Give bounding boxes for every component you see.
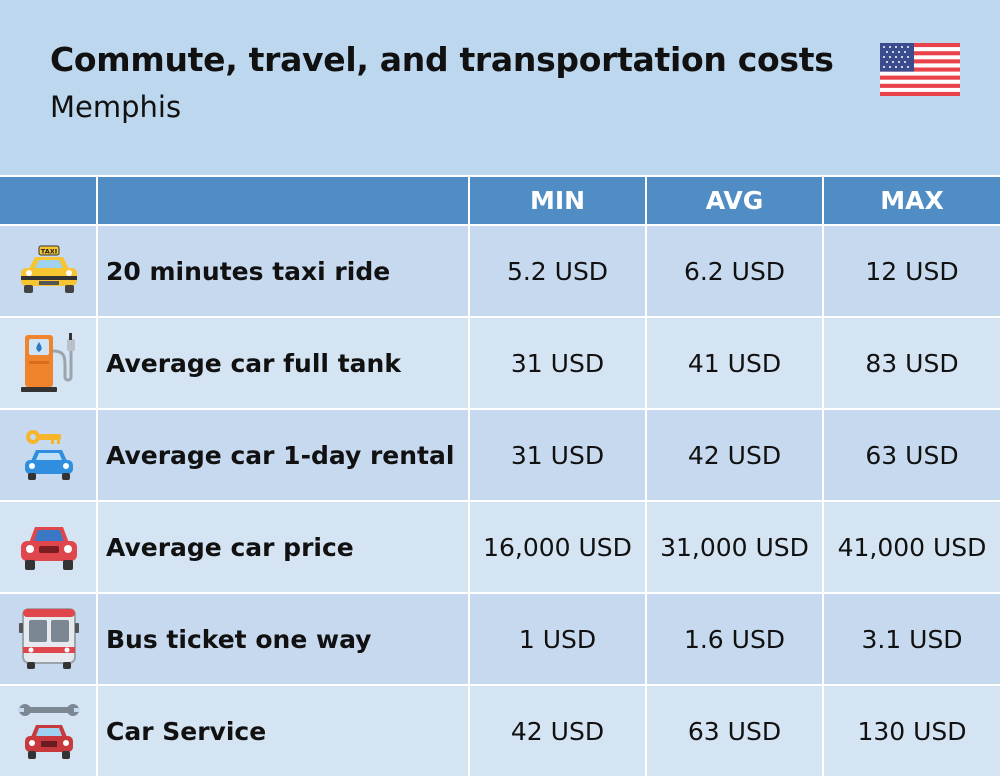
table-row: Average car full tank 31 USD 41 USD 83 U… xyxy=(0,318,1000,408)
car-icon xyxy=(0,502,97,592)
row-label: Average car full tank xyxy=(106,348,401,378)
table-row: Car Service 42 USD 63 USD 130 USD xyxy=(0,686,1000,776)
icon-column-header xyxy=(0,175,97,225)
max-value: 63 USD xyxy=(865,440,959,470)
min-value: 31 USD xyxy=(510,440,605,470)
divider xyxy=(0,500,1000,502)
avg-value: 31,000 USD xyxy=(660,532,809,562)
fuel-pump-icon xyxy=(0,318,97,408)
divider xyxy=(0,592,1000,594)
car-service-icon xyxy=(0,686,97,776)
row-label: Average car 1-day rental xyxy=(106,440,455,470)
page-title: Commute, travel, and transportation cost… xyxy=(50,40,834,79)
max-value: 41,000 USD xyxy=(837,532,987,562)
avg-value: 1.6 USD xyxy=(683,624,786,654)
avg-value: 41 USD xyxy=(687,348,782,378)
taxi-icon: TAXI xyxy=(0,226,97,316)
divider xyxy=(645,175,647,776)
bus-icon xyxy=(0,594,97,684)
table-row: Bus ticket one way 1 USD 1.6 USD 3.1 USD xyxy=(0,594,1000,684)
divider xyxy=(0,408,1000,410)
divider xyxy=(822,175,824,776)
table-row: Average car 1-day rental 31 USD 42 USD 6… xyxy=(0,410,1000,500)
min-value: 1 USD xyxy=(518,624,597,654)
table-header-row: MIN AVG MAX xyxy=(0,175,1000,225)
table-row: TAXI 20 minutes taxi ride 5.2 USD 6.2 US… xyxy=(0,226,1000,316)
min-value: 16,000 USD xyxy=(483,532,632,562)
us-flag-icon xyxy=(880,43,960,96)
divider xyxy=(0,316,1000,318)
row-label: Bus ticket one way xyxy=(106,624,372,654)
divider xyxy=(0,175,1000,177)
car-rental-icon xyxy=(0,410,97,500)
min-column-header: MIN xyxy=(529,185,586,215)
min-value: 5.2 USD xyxy=(506,256,609,286)
svg-text:TAXI: TAXI xyxy=(40,248,56,256)
max-value: 3.1 USD xyxy=(861,624,963,654)
row-label: 20 minutes taxi ride xyxy=(106,256,391,286)
divider xyxy=(468,175,470,776)
divider xyxy=(96,175,98,776)
min-value: 31 USD xyxy=(510,348,605,378)
cost-table: MIN AVG MAX TAXI 20 minutes taxi ride 5.… xyxy=(0,175,1000,776)
table-row: Average car price 16,000 USD 31,000 USD … xyxy=(0,502,1000,592)
max-value: 83 USD xyxy=(865,348,959,378)
divider xyxy=(0,684,1000,686)
avg-value: 6.2 USD xyxy=(683,256,786,286)
row-label: Car Service xyxy=(106,716,267,746)
label-column-header xyxy=(98,175,468,225)
max-value: 130 USD xyxy=(857,716,967,746)
max-value: 12 USD xyxy=(865,256,959,286)
avg-column-header: AVG xyxy=(705,185,764,215)
avg-value: 63 USD xyxy=(687,716,782,746)
row-label: Average car price xyxy=(106,532,354,562)
city-subtitle: Memphis xyxy=(50,90,182,124)
page-header: Commute, travel, and transportation cost… xyxy=(0,0,1000,175)
min-value: 42 USD xyxy=(510,716,605,746)
avg-value: 42 USD xyxy=(687,440,782,470)
max-column-header: MAX xyxy=(880,185,944,215)
divider xyxy=(0,224,1000,226)
